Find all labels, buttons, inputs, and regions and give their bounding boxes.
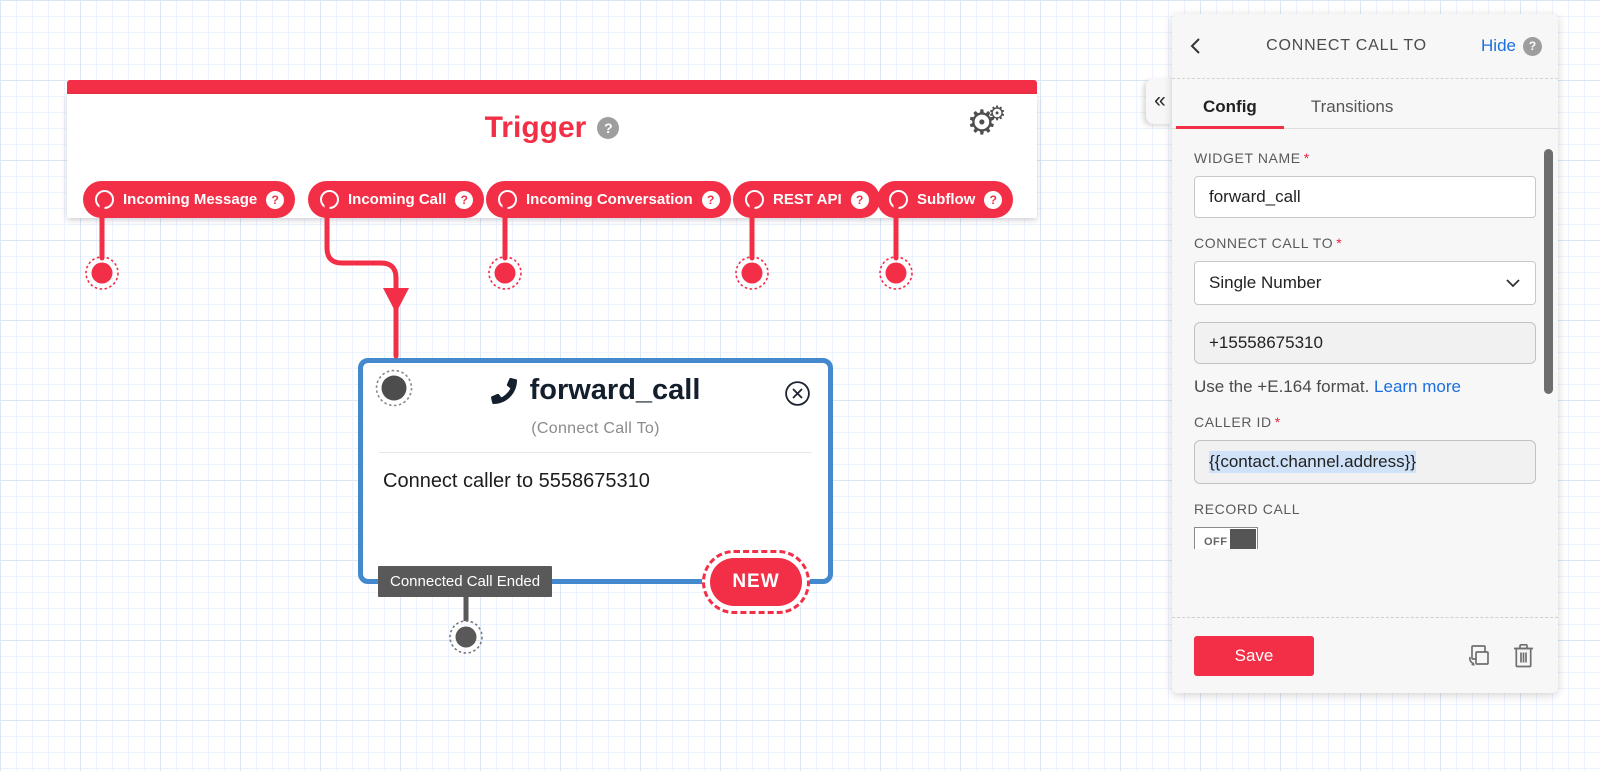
help-icon[interactable]: ? bbox=[701, 190, 720, 209]
trigger-settings-gears-icon[interactable]: ⚙⚙ bbox=[966, 103, 1006, 142]
trigger-title: Trigger bbox=[484, 111, 587, 144]
transition-label-connected-call-ended[interactable]: Connected Call Ended bbox=[378, 566, 553, 597]
trigger-pill-incoming-conversation[interactable]: Incoming Conversation ? bbox=[486, 181, 731, 218]
help-icon[interactable]: ? bbox=[597, 117, 620, 139]
divider bbox=[379, 452, 812, 453]
back-chevron-icon[interactable] bbox=[1188, 36, 1212, 56]
trigger-top-bar bbox=[67, 80, 1037, 94]
duplicate-widget-icon[interactable] bbox=[1463, 642, 1491, 670]
trash-icon[interactable] bbox=[1511, 642, 1536, 670]
delete-widget-icon[interactable] bbox=[784, 380, 811, 412]
connect-call-to-select[interactable]: Single Number bbox=[1194, 261, 1536, 305]
widget-name-label: WIDGET NAME* bbox=[1194, 150, 1310, 166]
help-icon[interactable]: ? bbox=[984, 190, 1003, 209]
connect-call-to-label: CONNECT CALL TO* bbox=[1194, 235, 1343, 251]
widget-name-title: forward_call bbox=[529, 374, 701, 406]
format-hint: Use the +E.164 format. Learn more bbox=[1194, 377, 1461, 396]
help-icon[interactable]: ? bbox=[850, 190, 869, 209]
connector-endpoint-dot bbox=[91, 262, 113, 284]
phone-number-input[interactable] bbox=[1194, 322, 1536, 364]
connector-endpoint-dot bbox=[494, 262, 516, 284]
config-panel: CONNECT CALL TO Hide ? Config Transition… bbox=[1172, 14, 1558, 693]
connector-ring-icon bbox=[889, 190, 908, 209]
connector-endpoint-dot bbox=[741, 262, 763, 284]
trigger-widget[interactable]: Trigger ? ⚙⚙ Incoming Message ? Incoming… bbox=[67, 80, 1037, 218]
help-icon[interactable]: ? bbox=[266, 190, 285, 209]
chevron-down-icon bbox=[1506, 279, 1520, 288]
panel-title: CONNECT CALL TO bbox=[1266, 37, 1427, 54]
hide-link[interactable]: Hide bbox=[1481, 36, 1516, 55]
toggle-knob bbox=[1230, 529, 1256, 549]
caller-id-input[interactable]: {{contact.channel.address}} bbox=[1194, 440, 1536, 484]
record-call-toggle[interactable]: OFF bbox=[1194, 527, 1258, 549]
widget-name-input[interactable] bbox=[1194, 176, 1536, 218]
trigger-pill-incoming-message[interactable]: Incoming Message ? bbox=[83, 181, 296, 218]
caller-id-label: CALLER ID* bbox=[1194, 414, 1281, 430]
tab-transitions[interactable]: Transitions bbox=[1310, 97, 1394, 116]
widget-type-label: (Connect Call To) bbox=[531, 420, 660, 437]
help-icon[interactable]: ? bbox=[455, 190, 474, 209]
new-transition-badge[interactable]: NEW bbox=[702, 550, 810, 614]
help-icon[interactable]: ? bbox=[1523, 36, 1542, 56]
connector-arrowhead bbox=[383, 288, 409, 313]
forward-call-widget[interactable]: forward_call (Connect Call To) Connect c… bbox=[358, 358, 833, 614]
record-call-label: RECORD CALL bbox=[1194, 501, 1301, 517]
connector-endpoint-dot bbox=[885, 262, 907, 284]
tab-config[interactable]: Config bbox=[1176, 87, 1284, 129]
widget-summary: Connect caller to 5558675310 bbox=[383, 470, 650, 492]
save-button[interactable]: Save bbox=[1194, 635, 1314, 676]
trigger-pill-subflow[interactable]: Subflow ? bbox=[877, 181, 1014, 218]
trigger-pill-rest-api[interactable]: REST API ? bbox=[733, 181, 880, 218]
panel-tabs: Config Transitions bbox=[1172, 87, 1558, 129]
panel-scrollbar[interactable] bbox=[1544, 149, 1553, 394]
connector-endpoint-dot-gray bbox=[455, 626, 477, 648]
learn-more-link[interactable]: Learn more bbox=[1374, 377, 1461, 396]
connector-ring-icon bbox=[498, 190, 517, 209]
trigger-pill-incoming-call[interactable]: Incoming Call ? bbox=[308, 181, 485, 218]
connector-ring-icon bbox=[95, 190, 114, 209]
panel-collapse-button[interactable]: « bbox=[1146, 78, 1174, 124]
phone-icon bbox=[490, 377, 517, 404]
connector-ring-icon bbox=[320, 190, 339, 209]
connector-ring-icon bbox=[745, 190, 764, 209]
